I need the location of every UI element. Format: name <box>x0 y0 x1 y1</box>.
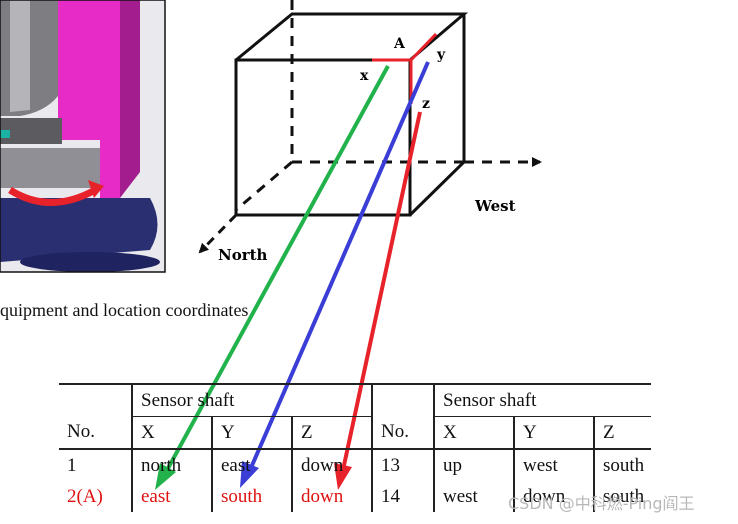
point-a-label: A <box>393 36 406 52</box>
z-axis-label: z <box>422 96 430 112</box>
col-header-x-left: X <box>131 416 212 449</box>
cell-x: up <box>433 448 514 481</box>
cell-x: east <box>131 481 212 512</box>
group-header-right: Sensor shaft <box>433 383 651 417</box>
cell-z: south <box>593 448 651 481</box>
figure-caption: quipment and location coordinates <box>0 300 249 320</box>
sensor-axis-table: Sensor shaft Sensor shaft No. X Y Z No. … <box>59 383 651 512</box>
cell-z: south <box>593 481 651 512</box>
col-header-y-right: Y <box>513 416 594 449</box>
col-header-z-right: Z <box>593 416 651 449</box>
y-axis-label: y <box>436 47 446 63</box>
table-column-header-row: No. X Y Z No. X Y Z <box>59 416 651 449</box>
table-row: 1 north east down 13 up west south <box>59 448 651 481</box>
west-label: West <box>474 197 516 215</box>
cell-z: down <box>291 448 372 481</box>
cell-no: 14 <box>371 481 434 512</box>
x-axis-label: x <box>360 68 369 84</box>
cell-y: west <box>513 448 594 481</box>
north-label: North <box>218 246 268 264</box>
cell-no: 1 <box>59 448 132 481</box>
group-header-left: Sensor shaft <box>131 383 372 417</box>
equipment-photo <box>0 0 165 272</box>
table-row-highlighted: 2(A) east south down 14 west down south <box>59 481 651 512</box>
photo-border <box>0 0 166 273</box>
cell-no: 13 <box>371 448 434 481</box>
col-header-x-right: X <box>433 416 514 449</box>
cell-x: north <box>131 448 212 481</box>
cell-z: down <box>291 481 372 512</box>
header-blank-left <box>59 383 132 417</box>
col-header-y-left: Y <box>211 416 292 449</box>
header-blank-right <box>371 383 434 417</box>
cell-no: 2(A) <box>67 485 103 507</box>
cell-y: south <box>211 481 292 512</box>
col-header-no-left: No. <box>67 421 95 443</box>
col-header-no-right: No. <box>371 416 434 449</box>
cell-y: down <box>513 481 594 512</box>
watermark: CSDN @中科燃-Ping阎王 <box>508 494 695 513</box>
cell-x: west <box>433 481 514 512</box>
north-axis-arrow <box>198 213 238 254</box>
cell-y: east <box>211 448 292 481</box>
coordinate-cube <box>234 12 469 217</box>
table-group-header-row: Sensor shaft Sensor shaft <box>59 383 651 417</box>
cube-hidden-edges <box>235 0 464 212</box>
col-header-z-left: Z <box>291 416 372 449</box>
